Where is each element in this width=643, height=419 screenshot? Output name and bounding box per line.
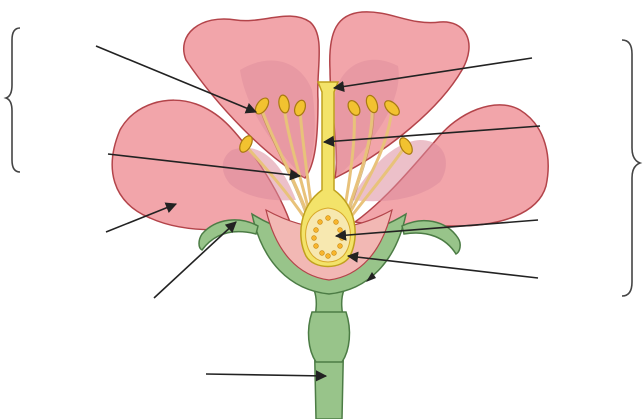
arrow-sepal <box>154 222 236 298</box>
bracket-right-icon <box>622 40 640 296</box>
arrow-stalk <box>206 374 326 376</box>
stalk-swelling <box>309 312 350 362</box>
bracket-left-icon <box>6 28 20 172</box>
